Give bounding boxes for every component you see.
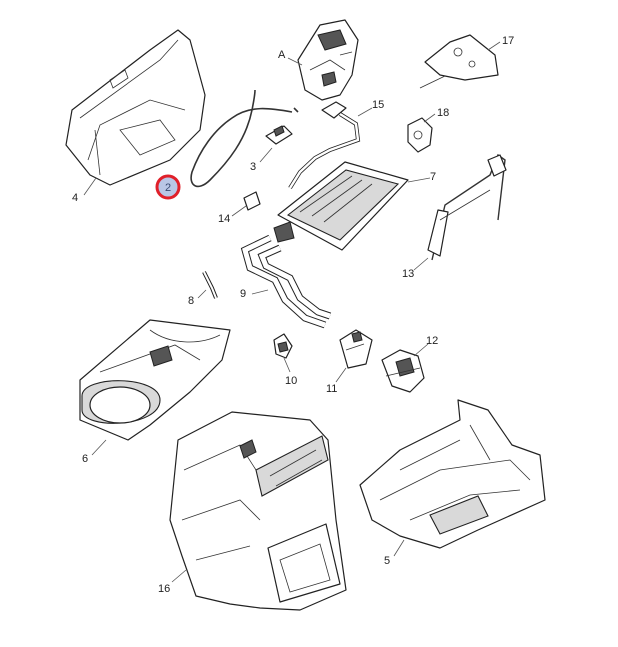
part-16-hvac-housing[interactable] xyxy=(169,411,347,611)
callout-15: 15 xyxy=(372,99,384,111)
part-9-hoses[interactable] xyxy=(240,234,332,329)
callout-4: 4 xyxy=(72,192,78,204)
leader-8 xyxy=(197,289,207,299)
callout-3: 3 xyxy=(250,161,256,173)
callout-2: 2 xyxy=(165,182,171,194)
leader-18 xyxy=(423,113,436,123)
callout-6: 6 xyxy=(82,453,88,465)
part-2-cable[interactable] xyxy=(190,89,299,188)
callout-18: 18 xyxy=(437,107,449,119)
part-17-bracket[interactable] xyxy=(419,34,499,89)
leader-14 xyxy=(231,205,247,217)
leader-a xyxy=(287,57,303,66)
leader-9 xyxy=(251,289,269,295)
highlight-ring xyxy=(155,174,181,200)
callout-5: 5 xyxy=(384,555,390,567)
callout-8: 8 xyxy=(188,295,194,307)
callout-a: A xyxy=(278,49,286,61)
part-14-sensor[interactable] xyxy=(243,191,261,211)
callout-12: 12 xyxy=(426,335,438,347)
part-10-actuator[interactable] xyxy=(273,333,293,359)
leader-12 xyxy=(413,343,429,357)
part-11-valve[interactable] xyxy=(339,329,373,369)
part-8-hose-clip[interactable] xyxy=(202,271,218,299)
leader-6 xyxy=(91,439,107,456)
callout-13: 13 xyxy=(402,268,414,280)
part-18-gasket[interactable] xyxy=(407,117,433,153)
callout-10: 10 xyxy=(285,375,297,387)
leader-16 xyxy=(171,569,187,583)
leader-11 xyxy=(335,367,347,383)
leader-4 xyxy=(83,177,97,196)
leader-10 xyxy=(283,357,291,373)
callout-14: 14 xyxy=(218,213,230,225)
part-15-pipe[interactable] xyxy=(288,101,361,190)
leader-17 xyxy=(487,41,501,51)
leader-3 xyxy=(259,147,273,163)
part-7-heater-core[interactable] xyxy=(273,161,409,251)
part-4-intake-housing[interactable] xyxy=(65,29,206,186)
part-5-lower-tray[interactable] xyxy=(359,399,546,549)
part-12-valve-assembly[interactable] xyxy=(381,349,425,393)
callout-16: 16 xyxy=(158,583,170,595)
callout-11: 11 xyxy=(326,383,337,395)
part-6-blower-housing[interactable] xyxy=(79,319,231,441)
part-a-actuator[interactable] xyxy=(297,19,359,101)
leader-5 xyxy=(393,539,405,557)
leader-7 xyxy=(407,177,431,183)
callout-17: 17 xyxy=(502,35,514,47)
part-3-clip[interactable] xyxy=(265,125,293,145)
callout-9: 9 xyxy=(240,288,246,300)
callout-2-highlight[interactable]: 2 xyxy=(155,174,181,200)
part-13-rail[interactable] xyxy=(427,153,507,261)
leader-13 xyxy=(413,257,429,271)
callout-7: 7 xyxy=(430,171,436,183)
leader-15 xyxy=(357,107,373,117)
